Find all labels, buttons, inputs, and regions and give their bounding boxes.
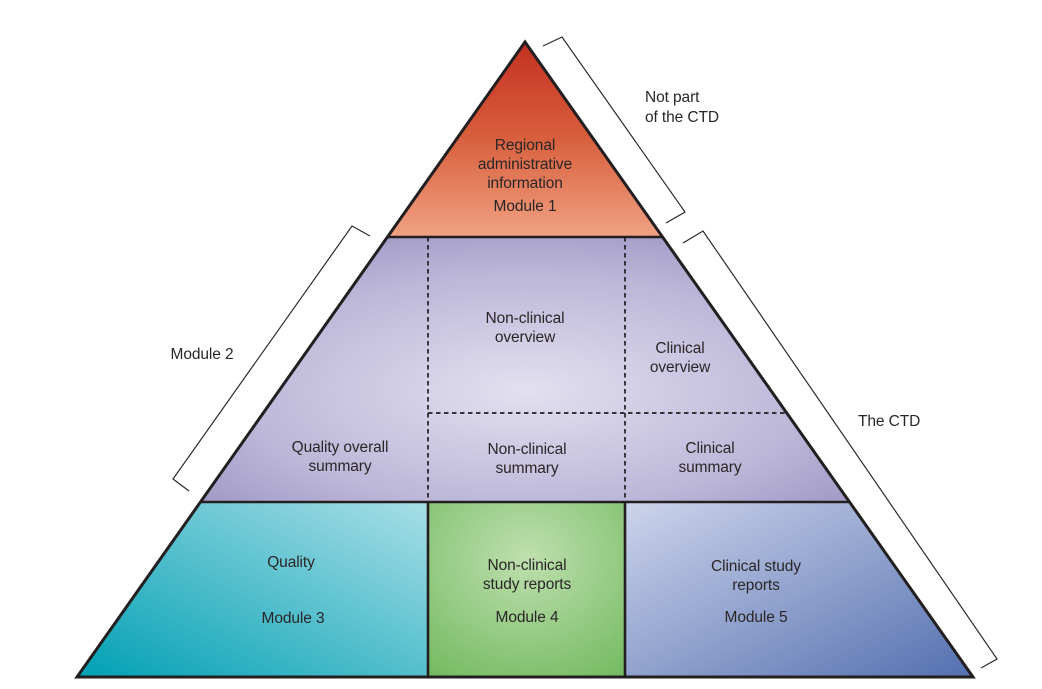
module3-name-line1: Quality [267, 554, 315, 571]
module2-bracket [172, 225, 371, 492]
module5-name-line2: reports [732, 577, 780, 594]
clinical-summary-line2: summary [678, 459, 741, 476]
non-clinical-overview-line2: overview [495, 329, 556, 346]
module4-region [428, 502, 625, 677]
the-ctd-bracket [682, 230, 998, 669]
module1-region [387, 42, 663, 237]
module2-region [200, 237, 850, 502]
module4-name-line2: study reports [483, 576, 572, 593]
module3-label: Module 3 [262, 610, 325, 627]
not-part-of-ctd-bracket [542, 36, 686, 224]
not-part-of-ctd-label-line2: of the CTD [645, 109, 719, 126]
module1-name-line1: Regional [495, 137, 555, 154]
quality-overall-summary-line2: summary [308, 458, 371, 475]
module4-label: Module 4 [496, 609, 559, 626]
quality-overall-summary-line1: Quality overall [292, 439, 389, 456]
not-part-of-ctd-label-line1: Not part [645, 89, 700, 106]
pyramid-outline [74, 39, 976, 679]
module1-name-line3: information [487, 175, 563, 192]
module2-bracket-label: Module 2 [171, 346, 234, 363]
module1-label: Module 1 [494, 198, 557, 215]
module3-region [77, 502, 428, 677]
non-clinical-overview-line1: Non-clinical [486, 310, 565, 327]
module5-label: Module 5 [725, 609, 788, 626]
module1-name-line2: administrative [478, 156, 572, 173]
module5-region [625, 502, 973, 677]
module5-name-line1: Clinical study [711, 558, 801, 575]
module4-name-line1: Non-clinical [488, 557, 567, 574]
clinical-overview-line2: overview [650, 359, 711, 376]
clinical-summary-line1: Clinical [685, 440, 734, 457]
non-clinical-summary-line2: summary [495, 460, 558, 477]
clinical-overview-line1: Clinical [655, 340, 704, 357]
the-ctd-label: The CTD [858, 413, 920, 430]
non-clinical-summary-line1: Non-clinical [488, 441, 567, 458]
